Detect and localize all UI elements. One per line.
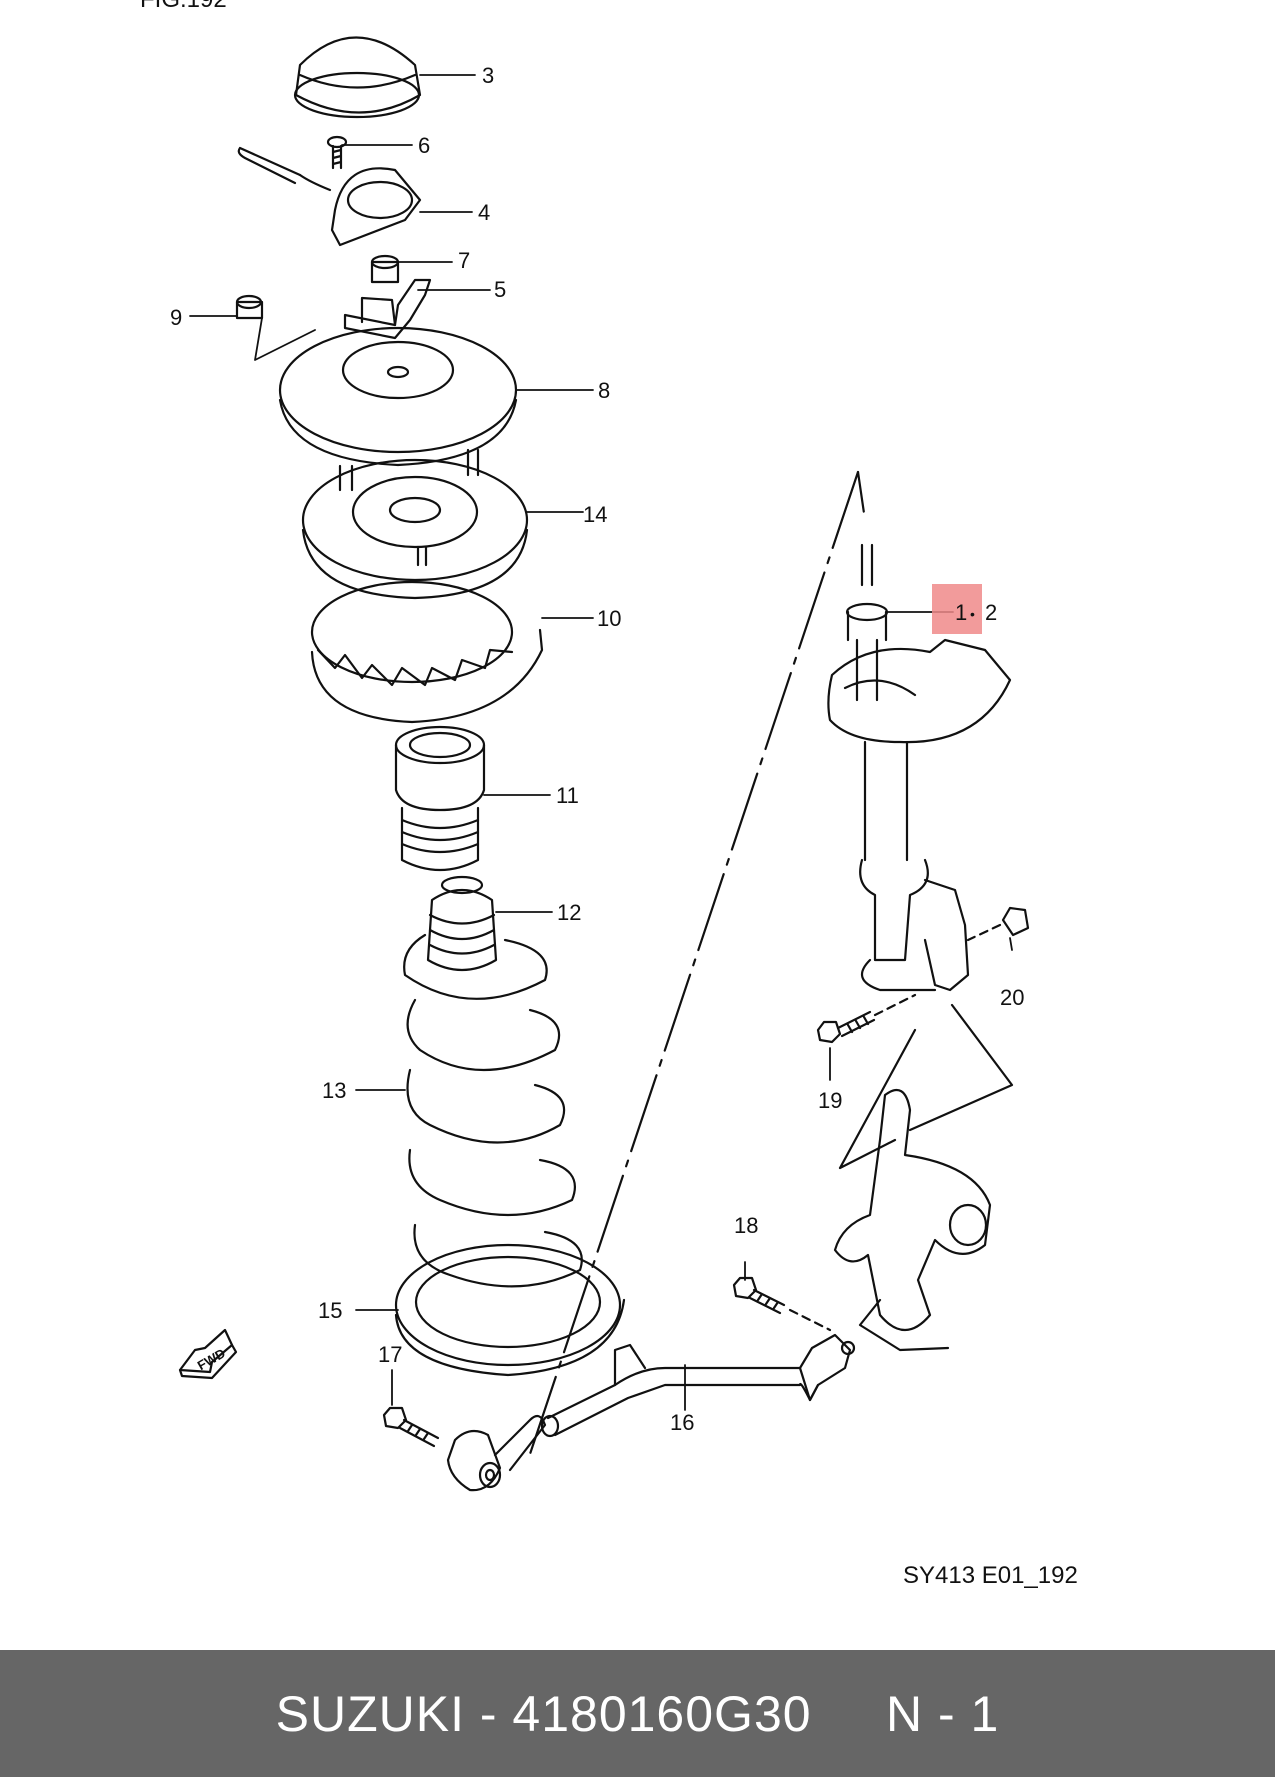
part-13-coil-spring bbox=[403, 933, 583, 1288]
part-7-nut bbox=[370, 254, 400, 284]
part-19-bolt bbox=[816, 993, 917, 1044]
callout-11: 11 bbox=[556, 783, 579, 808]
guide-line-a bbox=[526, 470, 860, 1462]
callout-13: 13 bbox=[322, 1078, 346, 1103]
callout-7: 7 bbox=[458, 248, 470, 273]
rod-bushing bbox=[446, 1414, 547, 1492]
callout-19: 19 bbox=[818, 1088, 842, 1113]
callout-1-separator: • bbox=[970, 606, 975, 622]
callout-1: 1 bbox=[955, 600, 967, 625]
callout-5: 5 bbox=[494, 277, 506, 302]
part-3-cap bbox=[293, 36, 422, 119]
callout-labels: 3 6 4 7 5 9 8 14 10 11 12 13 15 17 16 18… bbox=[170, 63, 1024, 1435]
callout-15: 15 bbox=[318, 1298, 342, 1323]
part-5-bracket bbox=[343, 278, 432, 340]
footer-part-number: SUZUKI - 4180160G30 N - 1 bbox=[275, 1685, 1000, 1742]
callout-4: 4 bbox=[478, 200, 490, 225]
part-9-nut bbox=[235, 294, 264, 320]
part-1-strut-assembly bbox=[827, 543, 1012, 992]
callout-3: 3 bbox=[482, 63, 494, 88]
figure-label: FIG.192 bbox=[140, 0, 227, 14]
callout-17: 17 bbox=[378, 1342, 402, 1367]
part-11-bump-boot bbox=[394, 725, 486, 872]
part-18-bolt bbox=[732, 1276, 832, 1332]
part-15-lower-seat bbox=[394, 1243, 626, 1377]
callout-6: 6 bbox=[418, 133, 430, 158]
callout-1-highlight bbox=[932, 584, 982, 634]
fwd-arrow-icon bbox=[178, 1328, 238, 1380]
callout-10: 10 bbox=[597, 606, 621, 631]
part-14-upper-seat bbox=[301, 458, 529, 600]
part-20-nut bbox=[966, 906, 1030, 942]
part-12-bump-stop bbox=[426, 875, 498, 971]
callout-14: 14 bbox=[583, 502, 607, 527]
footer-bar: SUZUKI - 4180160G30 N - 1 bbox=[0, 1650, 1275, 1777]
part-10-insulator bbox=[310, 580, 544, 724]
parts-diagram: 3 6 4 7 5 9 8 14 10 11 12 13 15 17 16 18… bbox=[170, 36, 1030, 1492]
part-6-screw bbox=[326, 135, 348, 170]
callout-12: 12 bbox=[557, 900, 581, 925]
guide-line-b bbox=[856, 470, 867, 522]
part-16-lateral-rod bbox=[540, 1333, 856, 1438]
callout-2: 2 bbox=[985, 600, 997, 625]
callout-20: 20 bbox=[1000, 985, 1024, 1010]
knuckle bbox=[833, 1003, 1014, 1352]
callout-8: 8 bbox=[598, 378, 610, 403]
callout-9: 9 bbox=[170, 305, 182, 330]
part-17-bolt bbox=[382, 1406, 440, 1448]
part-8-mount bbox=[278, 326, 518, 492]
reference-code: SY413 E01_192 bbox=[903, 1562, 1078, 1589]
callout-16: 16 bbox=[670, 1410, 694, 1435]
part-4-cover bbox=[237, 146, 422, 247]
callout-18: 18 bbox=[734, 1213, 758, 1238]
